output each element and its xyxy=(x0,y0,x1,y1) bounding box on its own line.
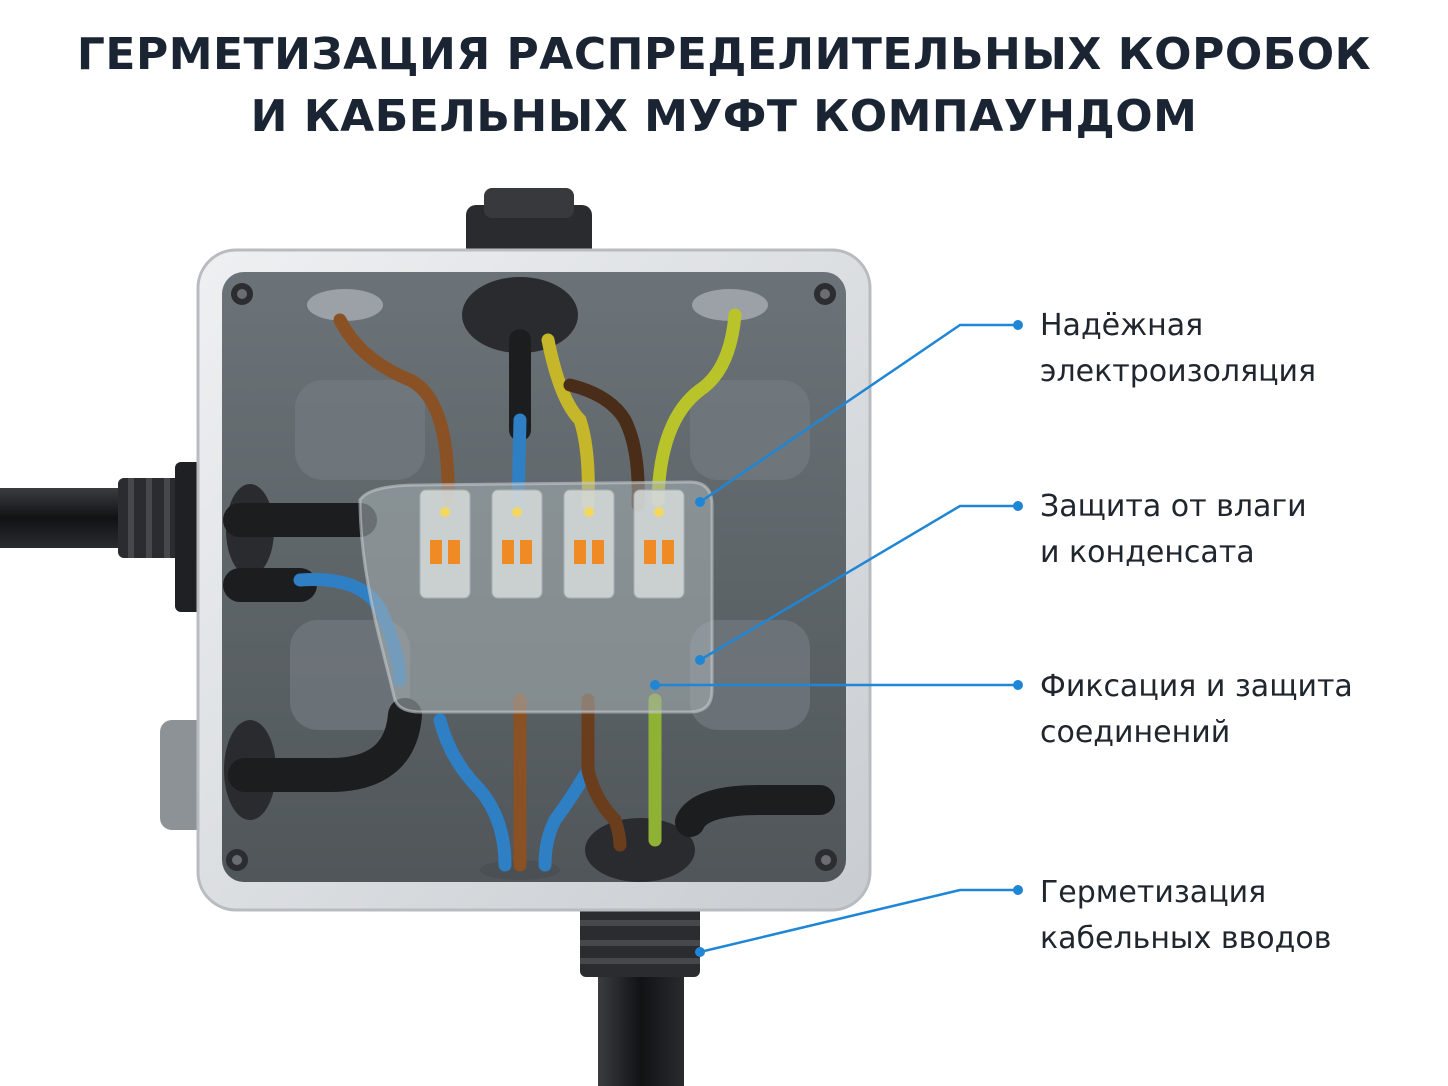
wire-yellow-green-top-right xyxy=(651,308,742,507)
wire-connectors xyxy=(419,489,685,599)
callout-fixation: Фиксация и защита соединений xyxy=(1040,664,1353,756)
callout-cable-entries-line-2: кабельных вводов xyxy=(1040,921,1332,956)
wire-brown-top-left xyxy=(333,313,455,507)
corner-screws xyxy=(226,283,837,871)
left-cable xyxy=(0,462,207,612)
leader-dots xyxy=(650,320,1023,957)
leader-line-1 xyxy=(699,323,1018,504)
callout-cable-entries-line-1: Герметизация xyxy=(1040,875,1267,910)
wire-brown-bottom-right xyxy=(581,693,627,852)
connector-4 xyxy=(633,489,685,599)
leader-lines xyxy=(655,323,1018,954)
callout-moisture: Защита от влаги и конденсата xyxy=(1040,484,1307,576)
connector-3 xyxy=(563,489,615,599)
callout-insulation: Надёжная электроизоляция xyxy=(1040,303,1316,395)
wire-yellow-green-top xyxy=(541,333,595,512)
leader-line-4 xyxy=(699,888,1018,954)
callout-fixation-line-1: Фиксация и защита xyxy=(1040,669,1353,704)
left-lower-gland xyxy=(160,720,208,830)
wire-blue-bottom-left xyxy=(433,713,512,872)
wire-blue-bottom xyxy=(538,763,595,872)
callout-cable-entries: Герметизация кабельных вводов xyxy=(1040,870,1331,962)
callout-moisture-line-1: Защита от влаги xyxy=(1040,489,1307,524)
connector-1 xyxy=(419,489,471,599)
title-line-2: И КАБЕЛЬНЫХ МУФТ КОМПАУНДОМ xyxy=(250,91,1198,142)
bottom-cable xyxy=(580,905,700,1086)
callout-fixation-line-2: соединений xyxy=(1040,715,1231,750)
connector-2 xyxy=(491,489,543,599)
page-title: ГЕРМЕТИЗАЦИЯ РАСПРЕДЕЛИТЕЛЬНЫХ КОРОБОК И… xyxy=(0,24,1448,148)
callout-insulation-line-1: Надёжная xyxy=(1040,308,1204,343)
leader-line-2 xyxy=(699,504,1018,662)
callout-insulation-line-2: электроизоляция xyxy=(1040,354,1317,389)
callout-moisture-line-2: и конденсата xyxy=(1040,535,1255,570)
wire-brown-top xyxy=(563,378,645,512)
top-gland xyxy=(466,188,592,260)
inner-cable-sheaths xyxy=(223,329,835,837)
title-line-1: ГЕРМЕТИЗАЦИЯ РАСПРЕДЕЛИТЕЛЬНЫХ КОРОБОК xyxy=(76,29,1372,80)
